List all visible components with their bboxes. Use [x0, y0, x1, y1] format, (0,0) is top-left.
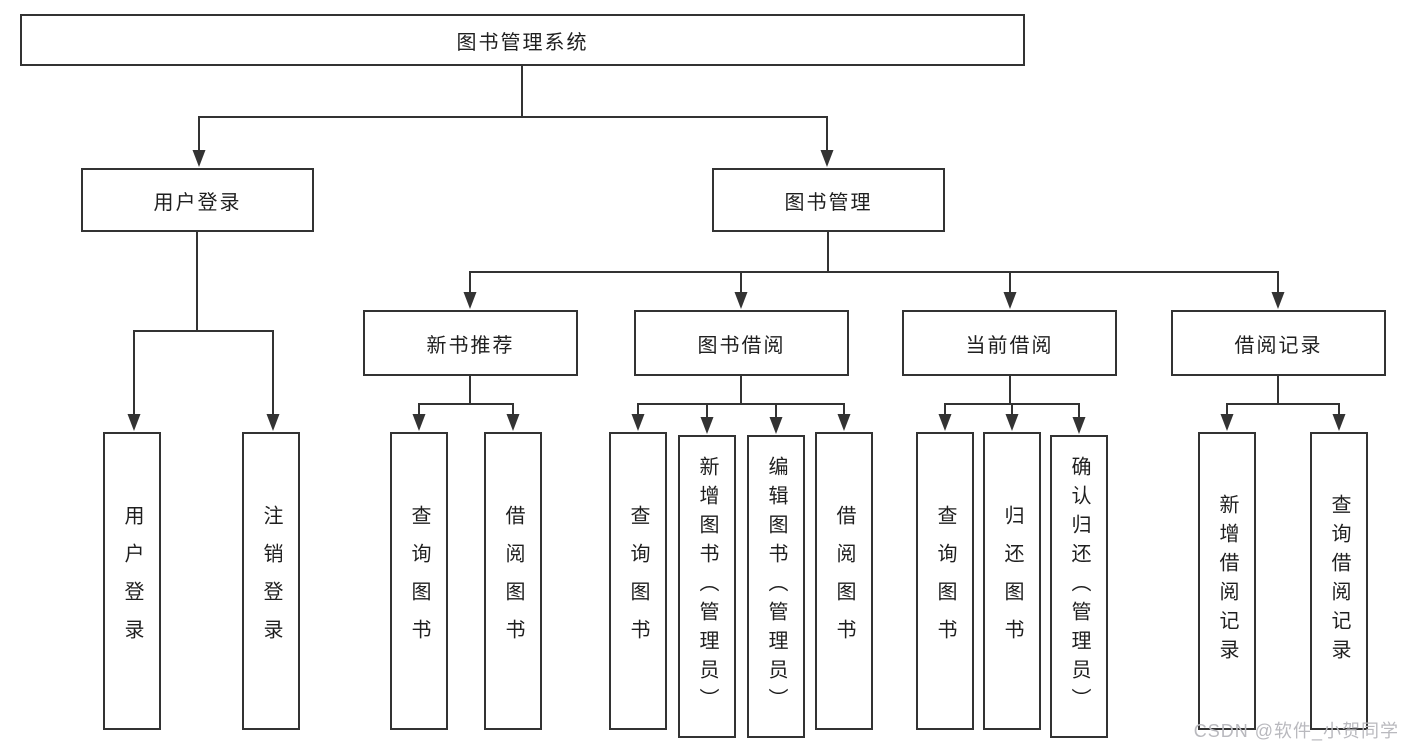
node-book-management-branch-label: 图书管理 [784, 191, 873, 214]
leaf-borrow-books: 借阅图书 [815, 432, 873, 730]
node-book-borrow-label: 图书借阅 [697, 334, 786, 357]
node-new-book-recommend: 新书推荐 [363, 310, 578, 376]
node-borrow-records: 借阅记录 [1171, 310, 1386, 376]
leaf-borrow-books-recommend: 借阅图书 [484, 432, 542, 730]
leaf-edit-books-admin: 编辑图书（管理员） [747, 435, 805, 738]
leaf-query-books-current: 查询图书 [916, 432, 974, 730]
leaf-query-borrow-record: 查询借阅记录 [1310, 432, 1368, 730]
leaf-add-books-admin: 新增图书（管理员） [678, 435, 736, 738]
node-current-borrow: 当前借阅 [902, 310, 1117, 376]
node-user-login-branch-label: 用户登录 [153, 191, 242, 214]
leaf-user-login: 用户登录 [103, 432, 161, 730]
node-new-book-recommend-label: 新书推荐 [426, 334, 515, 357]
leaf-logout: 注销登录 [242, 432, 300, 730]
node-book-borrow: 图书借阅 [634, 310, 849, 376]
node-user-login-branch: 用户登录 [81, 168, 314, 232]
leaf-query-books-borrow: 查询图书 [609, 432, 667, 730]
watermark: CSDN @软件_小贺同学 [1193, 721, 1399, 741]
leaf-add-borrow-record: 新增借阅记录 [1198, 432, 1256, 730]
node-borrow-records-label: 借阅记录 [1234, 334, 1323, 357]
leaf-query-books-recommend: 查询图书 [390, 432, 448, 730]
node-root-label: 图书管理系统 [456, 31, 589, 54]
node-book-management-branch: 图书管理 [712, 168, 945, 232]
node-root: 图书管理系统 [20, 14, 1025, 66]
leaf-return-books: 归还图书 [983, 432, 1041, 730]
node-current-borrow-label: 当前借阅 [965, 334, 1054, 357]
leaf-confirm-return-admin: 确认归还（管理员） [1050, 435, 1108, 738]
